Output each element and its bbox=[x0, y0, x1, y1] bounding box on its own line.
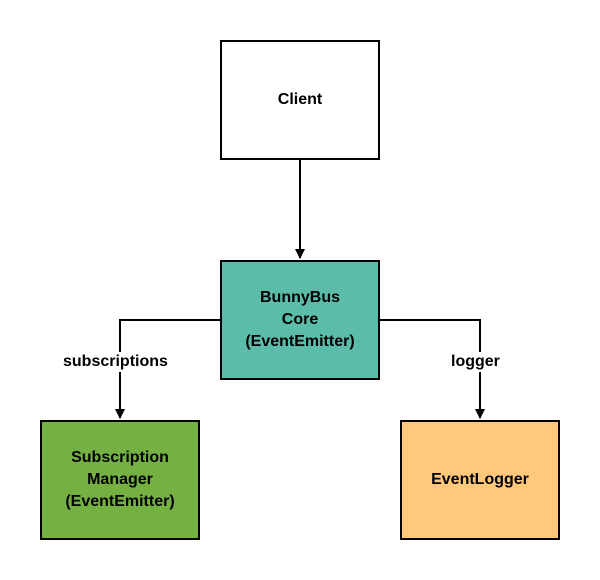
core-label-line-1: BunnyBus bbox=[260, 289, 340, 306]
event-logger-node: EventLogger bbox=[400, 420, 560, 540]
core-label-line-3: (EventEmitter) bbox=[245, 333, 355, 350]
event-logger-label: EventLogger bbox=[431, 471, 529, 488]
subscription-manager-node: Subscription Manager (EventEmitter) bbox=[40, 420, 200, 540]
client-label: Client bbox=[277, 91, 323, 108]
client-node: Client bbox=[220, 40, 380, 160]
subscription-manager-label-line-3: (EventEmitter) bbox=[65, 493, 175, 510]
edge-core-to-subscription-manager bbox=[115, 319, 220, 419]
subscription-manager-label-line-1: Subscription bbox=[71, 449, 169, 466]
edge-core-to-event-logger bbox=[380, 319, 485, 419]
edge-label-subscriptions: subscriptions bbox=[61, 352, 170, 372]
core-label-line-2: Core bbox=[281, 311, 319, 328]
bunnybus-core-node: BunnyBus Core (EventEmitter) bbox=[220, 260, 380, 380]
subscription-manager-label-line-2: Manager bbox=[87, 471, 153, 488]
edge-label-logger: logger bbox=[449, 352, 502, 372]
